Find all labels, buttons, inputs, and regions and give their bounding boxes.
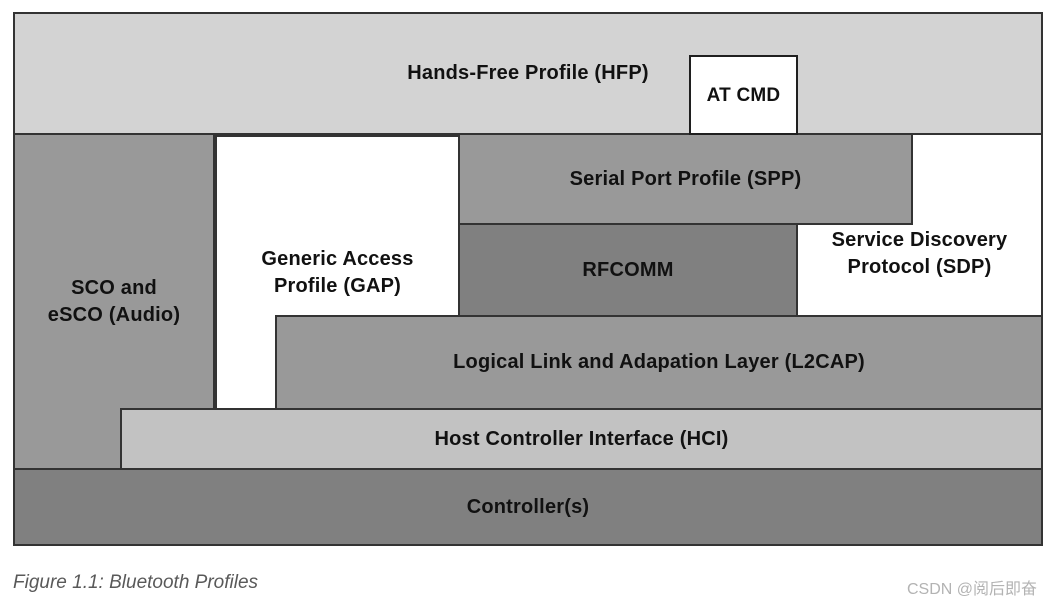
at-cmd-label: AT CMD [706,84,781,106]
gap-label-line2: Profile (GAP) [273,274,402,297]
hfp-band: Hands-Free Profile (HFP) [13,12,1043,135]
at-cmd-block: AT CMD [689,55,798,135]
controller-label: Controller(s) [466,495,590,518]
sdp-label-line1: Service Discovery [831,229,1008,251]
controller-block: Controller(s) [13,468,1043,546]
rfcomm-label: RFCOMM [582,258,674,281]
rfcomm-block: RFCOMM [458,223,798,317]
figure-caption: Figure 1.1: Bluetooth Profiles [13,572,259,593]
hfp-label: Hands-Free Profile (HFP) [407,62,649,84]
csdn-watermark: CSDN @阅后即奋 [906,581,1037,598]
sdp-label-line2: Protocol (SDP) [847,256,992,278]
spp-label: Serial Port Profile (SPP) [569,167,802,190]
hci-block: Host Controller Interface (HCI) [120,408,1043,470]
sdp-block: Service Discovery Protocol (SDP) [796,133,1043,318]
sco-label-line2: eSCO (Audio) [47,303,181,326]
l2cap-label: Logical Link and Adapation Layer (L2CAP) [453,351,865,373]
hci-label: Host Controller Interface (HCI) [434,427,729,450]
sco-label-line1: SCO and [71,276,157,299]
l2cap-block: Logical Link and Adapation Layer (L2CAP) [275,315,1043,410]
spp-block: Serial Port Profile (SPP) [458,133,913,225]
gap-label-line1: Generic Access [261,247,414,270]
